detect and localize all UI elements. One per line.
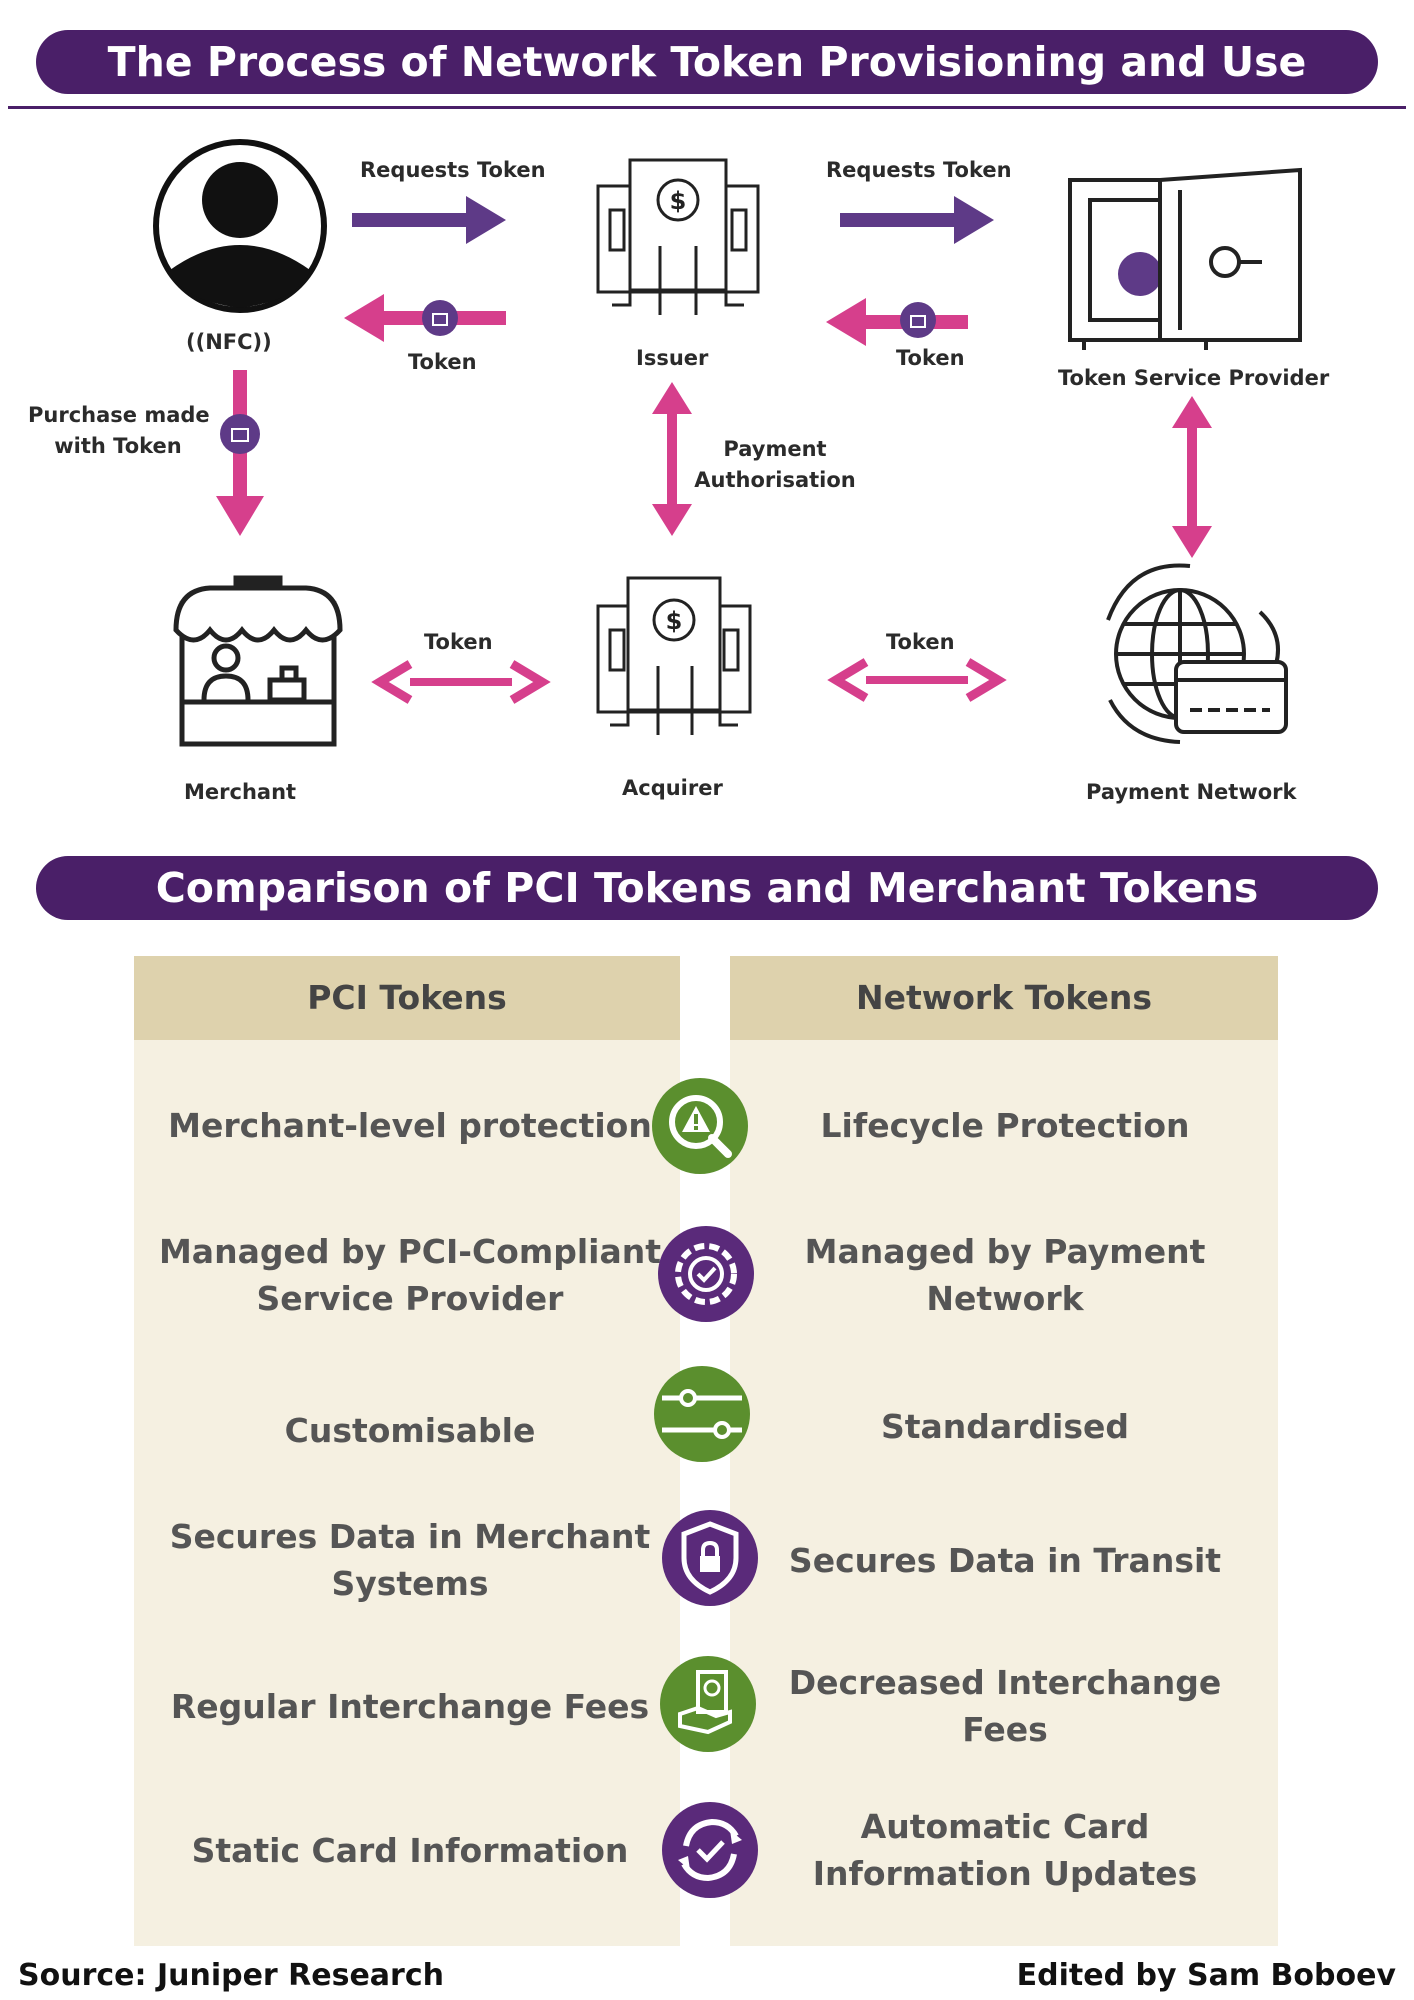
tsp-network-arrow xyxy=(1172,396,1212,558)
purchase-label-line2: with Token xyxy=(54,434,182,458)
purchase-label-line1: Purchase made xyxy=(28,403,210,427)
network-row-6: Automatic Card Information Updates xyxy=(812,1807,1198,1893)
payment-authorisation-label: Payment Authorisation xyxy=(690,434,860,496)
alert-magnifier-icon xyxy=(652,1078,748,1174)
pci-tokens-column xyxy=(134,956,680,1946)
tsp-label: Token Service Provider xyxy=(1058,366,1330,390)
pci-row-2: Managed by PCI-Compliant Service Provide… xyxy=(158,1232,662,1318)
sliders-icon xyxy=(654,1366,750,1462)
requests-token-arrow-1 xyxy=(352,196,506,244)
refresh-check-icon xyxy=(662,1802,758,1898)
issuer-bank-icon: $ xyxy=(596,158,760,315)
issuer-label: Issuer xyxy=(636,346,709,370)
svg-text:$: $ xyxy=(670,187,687,215)
customer-avatar-icon xyxy=(153,139,327,313)
acquirer-network-arrow xyxy=(827,658,1007,702)
acquirer-bank-icon: $ xyxy=(596,576,752,735)
title-divider xyxy=(8,106,1406,109)
requests-token-label-1: Requests Token xyxy=(360,158,546,182)
editor-credit: Edited by Sam Boboev xyxy=(1016,1958,1396,1993)
requests-token-arrow-2 xyxy=(840,196,994,244)
process-diagram: $ xyxy=(153,139,1302,747)
pci-row-5: Regular Interchange Fees xyxy=(170,1686,650,1726)
merchant-acquirer-arrow xyxy=(371,660,551,704)
pci-row-1: Merchant-level protection xyxy=(168,1105,652,1145)
token-label-4: Token xyxy=(886,630,955,654)
token-arrow-1 xyxy=(344,294,506,342)
payment-authorisation-arrow xyxy=(652,382,692,536)
pci-tokens-header: PCI Tokens xyxy=(134,956,680,1040)
acquirer-label: Acquirer xyxy=(622,776,723,800)
pci-row-6: Static Card Information xyxy=(191,1830,629,1870)
network-row-1: Lifecycle Protection xyxy=(820,1105,1190,1145)
network-row-5: Decreased Interchange Fees xyxy=(788,1663,1222,1749)
money-hand-icon xyxy=(660,1656,756,1752)
merchant-shop-icon xyxy=(173,575,343,747)
payment-network-label: Payment Network xyxy=(1086,780,1297,804)
shield-lock-icon xyxy=(662,1510,758,1606)
merchant-label: Merchant xyxy=(184,780,297,804)
process-title-banner: The Process of Network Token Provisionin… xyxy=(36,30,1378,94)
token-label-2: Token xyxy=(896,346,965,370)
nfc-label: ((NFC)) xyxy=(186,330,272,354)
requests-token-label-2: Requests Token xyxy=(826,158,1012,182)
network-row-2: Managed by Payment Network xyxy=(804,1232,1206,1318)
payment-authorisation-line1: Payment xyxy=(723,437,827,461)
network-row-4: Secures Data in Transit xyxy=(788,1540,1222,1580)
payment-authorisation-line2: Authorisation xyxy=(694,468,856,492)
payment-network-globe-icon xyxy=(1106,563,1288,744)
purchase-arrow xyxy=(216,370,264,536)
network-tokens-column xyxy=(730,956,1278,1946)
network-tokens-header: Network Tokens xyxy=(730,956,1278,1040)
token-label-3: Token xyxy=(424,630,493,654)
gear-check-icon xyxy=(658,1226,754,1322)
svg-text:$: $ xyxy=(666,607,683,635)
comparison-title-banner: Comparison of PCI Tokens and Merchant To… xyxy=(36,856,1378,920)
network-row-3: Standardised xyxy=(880,1406,1130,1446)
token-vault-icon xyxy=(1068,167,1302,350)
pci-row-4: Secures Data in Merchant Systems xyxy=(169,1517,651,1603)
purchase-label: Purchase made with Token xyxy=(28,400,210,462)
source-credit: Source: Juniper Research xyxy=(18,1958,444,1993)
pci-row-3: Customisable xyxy=(284,1410,536,1450)
token-arrow-2 xyxy=(826,298,968,346)
token-label-1: Token xyxy=(408,350,477,374)
